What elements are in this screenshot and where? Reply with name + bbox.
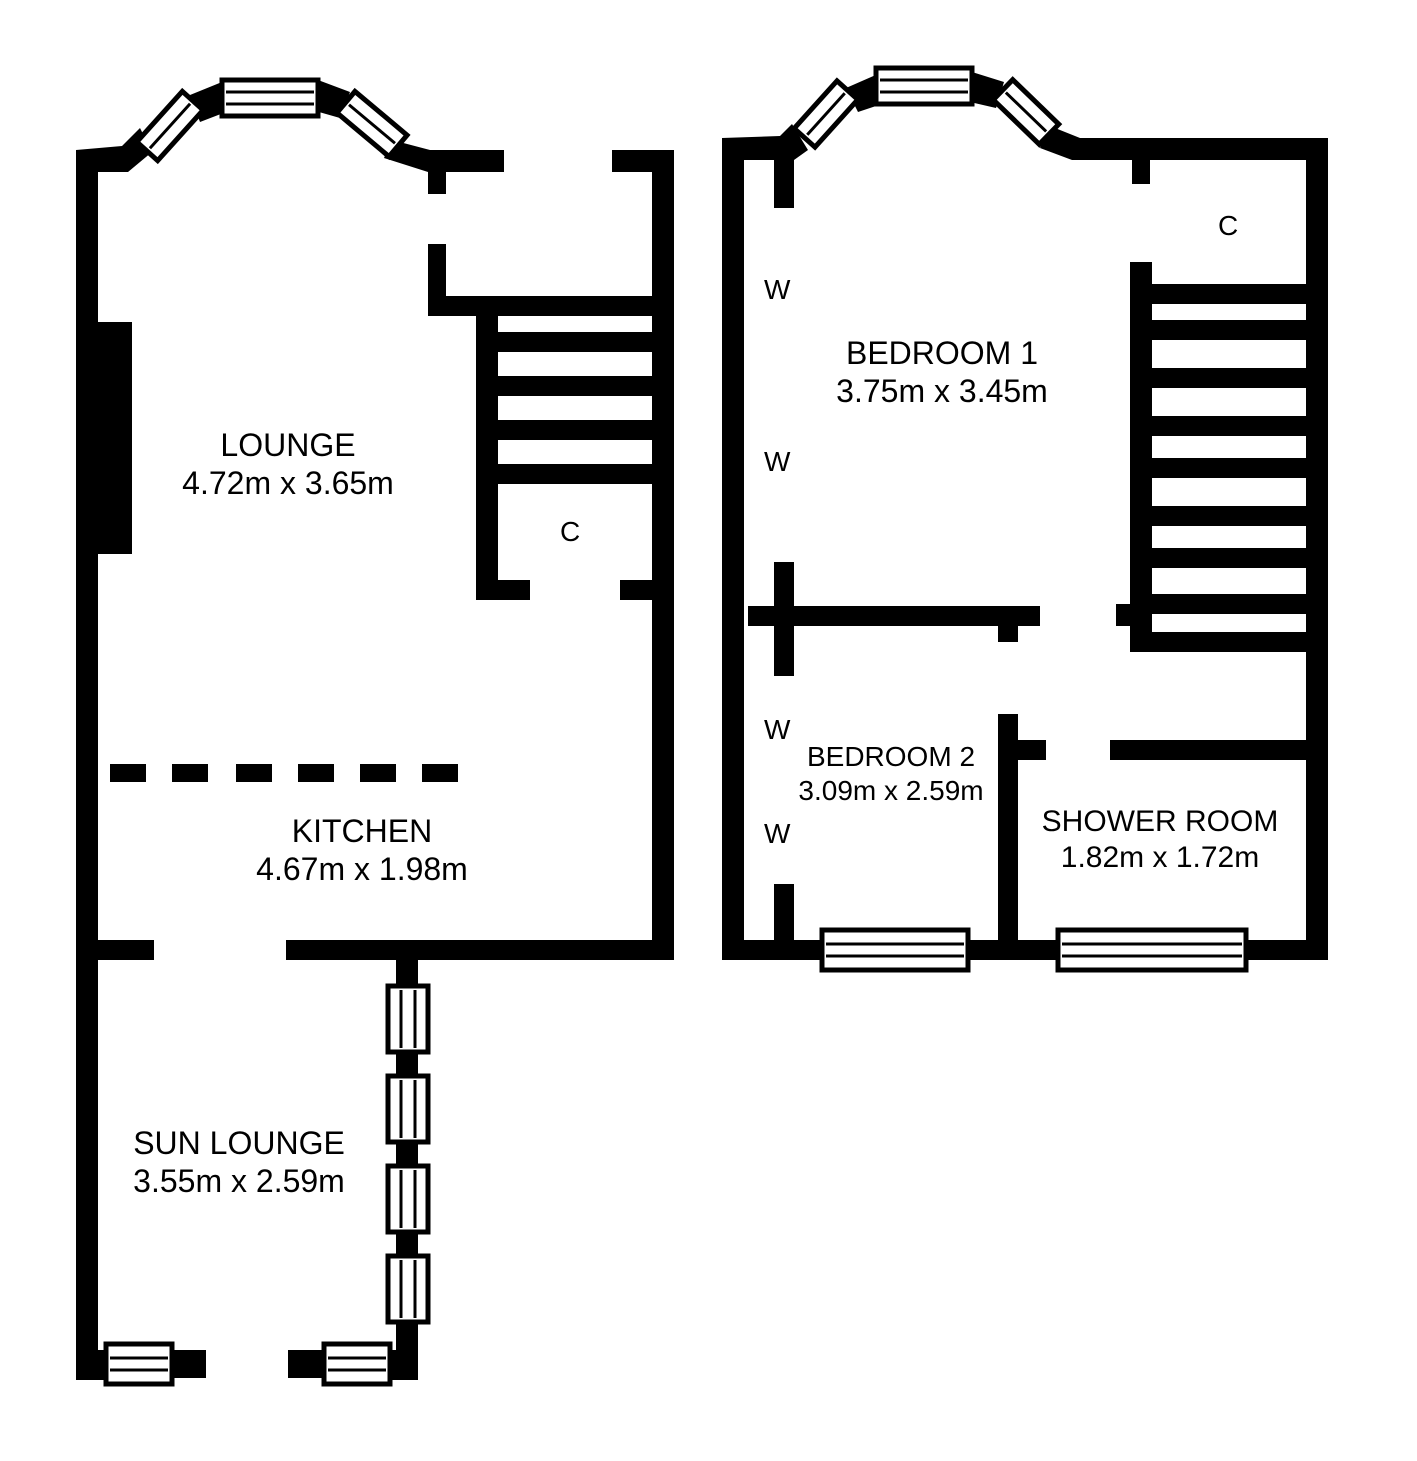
shower-door-stub [1018,740,1046,760]
bay-window-center [219,77,321,119]
bedroom2-name: BEDROOM 2 [806,741,976,772]
kitchen-label: KITCHEN 4.67m x 1.98m [222,812,502,889]
bedroom1-label: BEDROOM 1 3.75m x 3.45m [800,334,1084,411]
ground-floor-windows [103,77,431,1387]
first-bay-wall-left [722,124,808,160]
first-stair-tread-2 [1130,320,1306,340]
bedroom2-left-stub [774,884,794,944]
shower-room-dims: 1.82m x 1.72m [1060,841,1260,874]
bedroom2-dims: 3.09m x 2.59m [798,774,984,806]
first-stair-tread-3 [1130,368,1306,388]
divider-dash-6 [422,764,458,782]
shower-room-label: SHOWER ROOM 1.82m x 1.72m [1036,804,1284,876]
sun-window-2 [385,1073,431,1145]
sun-window-3 [385,1163,431,1235]
first-stair-tread-9 [1130,632,1306,652]
bedroom1-name: BEDROOM 1 [845,335,1039,371]
wardrobe-mark-2: W [764,446,791,477]
wardrobe-mark-1: W [764,274,791,305]
shower-room-name: SHOWER ROOM [1041,805,1279,838]
first-stair-tread-7 [1130,548,1306,568]
sun-lounge-name: SUN LOUNGE [133,1125,345,1161]
kitchen-name: KITCHEN [291,813,433,849]
chimney-breast [98,322,132,554]
stair-tread-1 [476,332,652,352]
sun-window-bottom-right [321,1341,393,1387]
ground-cupboard-mark: C [560,516,581,547]
bay-window-left [133,87,207,165]
first-bay-wall-right [1040,126,1328,160]
first-left-stub [774,160,794,208]
first-right-wall [1306,138,1328,960]
sun-window-4 [385,1253,431,1325]
bay-wall-left [76,128,152,172]
shower-room-window [1055,927,1249,973]
cupboard-bottom-left [476,580,530,600]
first-floor-windows [790,65,1249,973]
stair-tread-4 [476,464,652,484]
cupboard-bottom-right [620,580,652,600]
first-stair-stub [1116,604,1136,626]
bedroom-divider-wall [748,606,1040,626]
ground-right-wall [652,150,674,958]
ground-left-wall [76,150,98,1380]
first-bay-window-left [790,77,862,151]
sun-lounge-dims: 3.55m x 2.59m [133,1163,345,1200]
sun-lounge-bottom-stub-1 [170,1350,206,1378]
sun-window-1 [385,983,431,1055]
lounge-label: LOUNGE 4.72m x 3.65m [148,426,428,503]
lounge-name: LOUNGE [220,427,356,463]
sun-window-bottom-left [103,1341,175,1387]
wardrobe-mark-4: W [764,818,791,849]
kitchen-dims: 4.67m x 1.98m [256,851,468,888]
first-bay-window-right [989,76,1063,148]
ground-top-stub [428,172,446,194]
kitchen-bottom-right [286,940,674,960]
bedroom2-window [819,927,971,973]
first-stair-tread-1 [1130,284,1306,304]
wardrobe-mark-3: W [764,714,791,745]
sun-lounge-bottom-stub-2 [288,1350,324,1378]
bedroom1-dims: 3.75m x 3.45m [836,373,1048,410]
first-stair-tread-4 [1130,416,1306,436]
sun-lounge-bottom-right [388,1350,418,1380]
divider-dash-1 [110,764,146,782]
sun-lounge-label: SUN LOUNGE 3.55m x 2.59m [98,1124,380,1201]
divider-dash-3 [236,764,272,782]
bay-wall-right [384,140,504,172]
stair-tread-2 [476,376,652,396]
bay-window-right [333,87,411,161]
divider-dash-2 [172,764,208,782]
ground-floor-walls [76,80,674,1380]
lounge-dims: 4.72m x 3.65m [182,465,394,502]
first-stair-tread-6 [1130,506,1306,526]
bedroom2-label: BEDROOM 2 3.09m x 2.59m [786,740,996,807]
stair-top-wall [428,296,652,316]
first-top-stub [1132,160,1150,184]
first-cupboard-mark: C [1218,210,1239,241]
divider-dash-4 [298,764,334,782]
stair-tread-3 [476,420,652,440]
bedroom-divider-post [774,562,794,676]
first-stair-tread-5 [1130,458,1306,478]
stair-left-wall [476,296,498,600]
shower-left-wall [998,714,1018,960]
sun-lounge-bottom-left [76,1350,106,1380]
kitchen-bottom-left [76,940,154,960]
first-stair-tread-8 [1130,594,1306,614]
first-left-wall [722,138,744,960]
first-bay-window-center [873,65,975,107]
first-floor-walls [722,72,1328,960]
divider-dash-5 [360,764,396,782]
bedroom-divider-stub [998,620,1018,642]
shower-top-wall [1110,740,1306,760]
